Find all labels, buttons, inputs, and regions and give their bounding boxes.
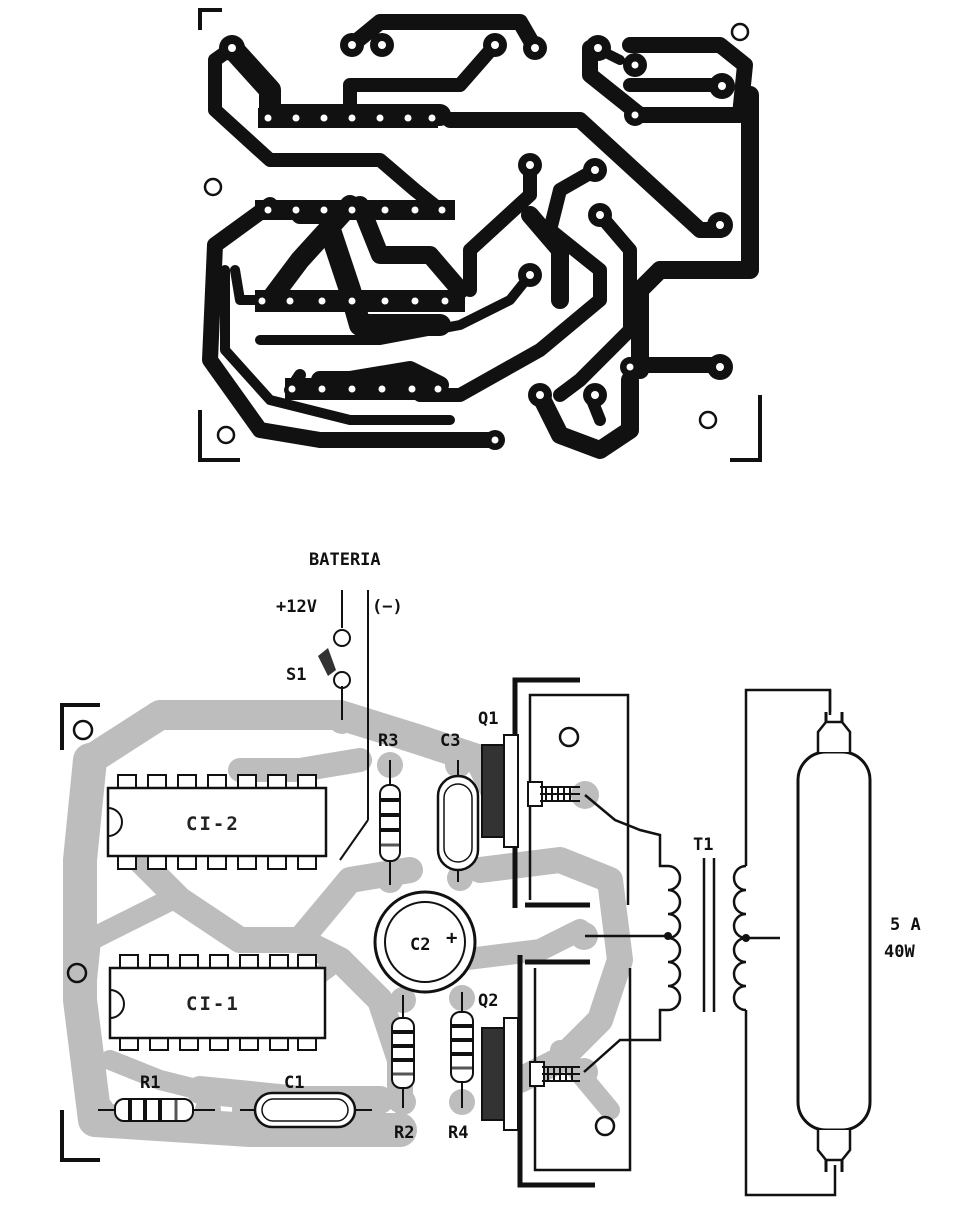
- ic-ci2: [106, 774, 328, 870]
- component-layout: [60, 590, 872, 1197]
- label-r1: R1: [140, 1073, 160, 1093]
- label-c1: C1: [284, 1073, 304, 1093]
- label-q1: Q1: [478, 709, 498, 729]
- ic-ci1: [108, 954, 327, 1051]
- label-plus12v: +12V: [276, 597, 317, 617]
- label-c2: C2: [410, 935, 430, 955]
- label-r4: R4: [448, 1123, 468, 1143]
- label-c2-polarity: +: [446, 927, 457, 949]
- label-c3: C3: [440, 731, 460, 751]
- label-r2: R2: [394, 1123, 414, 1143]
- label-bateria: BATERIA: [309, 550, 381, 570]
- transistor-q1-icon: [481, 677, 630, 908]
- fluorescent-lamp-icon: [796, 712, 872, 1172]
- capacitor-c1-icon: [240, 1091, 372, 1129]
- label-minus: (−): [372, 597, 403, 617]
- transistor-q2-icon: [481, 955, 632, 1188]
- resistor-r4-icon: [450, 992, 474, 1108]
- label-r3: R3: [378, 731, 398, 751]
- label-t1: T1: [693, 835, 713, 855]
- label-lamp-power: 40W: [884, 942, 915, 962]
- capacitor-c3-icon: [436, 760, 480, 882]
- labels: BATERIA +12V (−) S1 R3 C3 Q1 CI-2 T1 C2 …: [140, 550, 921, 1143]
- battery-connection: [333, 590, 369, 861]
- pcb-copper-layout: [198, 8, 762, 462]
- label-s1: S1: [286, 665, 306, 685]
- label-q2: Q2: [478, 991, 498, 1011]
- switch-lever-icon: [318, 648, 336, 676]
- label-ci1: CI-1: [186, 993, 240, 1015]
- label-lamp-current: 5 A: [890, 915, 921, 935]
- label-ci2: CI-2: [186, 813, 240, 835]
- capacitor-c2-icon: [373, 890, 477, 994]
- resistor-r2-icon: [391, 995, 415, 1108]
- resistor-r3-icon: [379, 760, 401, 885]
- resistor-r1-icon: [98, 1098, 215, 1122]
